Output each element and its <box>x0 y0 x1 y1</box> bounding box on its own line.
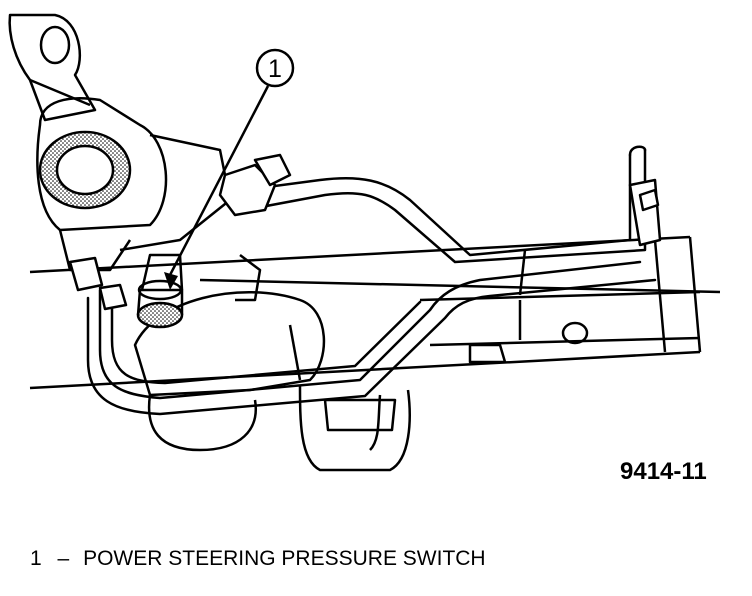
hydraulic-lines <box>86 145 657 416</box>
valve-body <box>133 254 411 472</box>
legend-item: 1 – POWER STEERING PRESSURE SWITCH <box>30 547 486 571</box>
pressure-switch <box>136 253 184 329</box>
callout-circle <box>255 48 295 88</box>
legend-label: POWER STEERING PRESSURE SWITCH <box>83 547 486 570</box>
leader-line <box>168 85 270 276</box>
callout-1: 1 <box>164 48 295 290</box>
leader-arrowhead <box>164 272 178 290</box>
figure-number: 9414-11 <box>620 458 707 485</box>
legend-number: 1 <box>30 547 42 570</box>
steering-shaft-coupler <box>8 13 97 122</box>
tube-fittings <box>68 153 662 311</box>
pinion-housing <box>36 97 232 272</box>
legend-separator: – <box>57 547 70 570</box>
callout-number: 1 <box>268 55 282 83</box>
